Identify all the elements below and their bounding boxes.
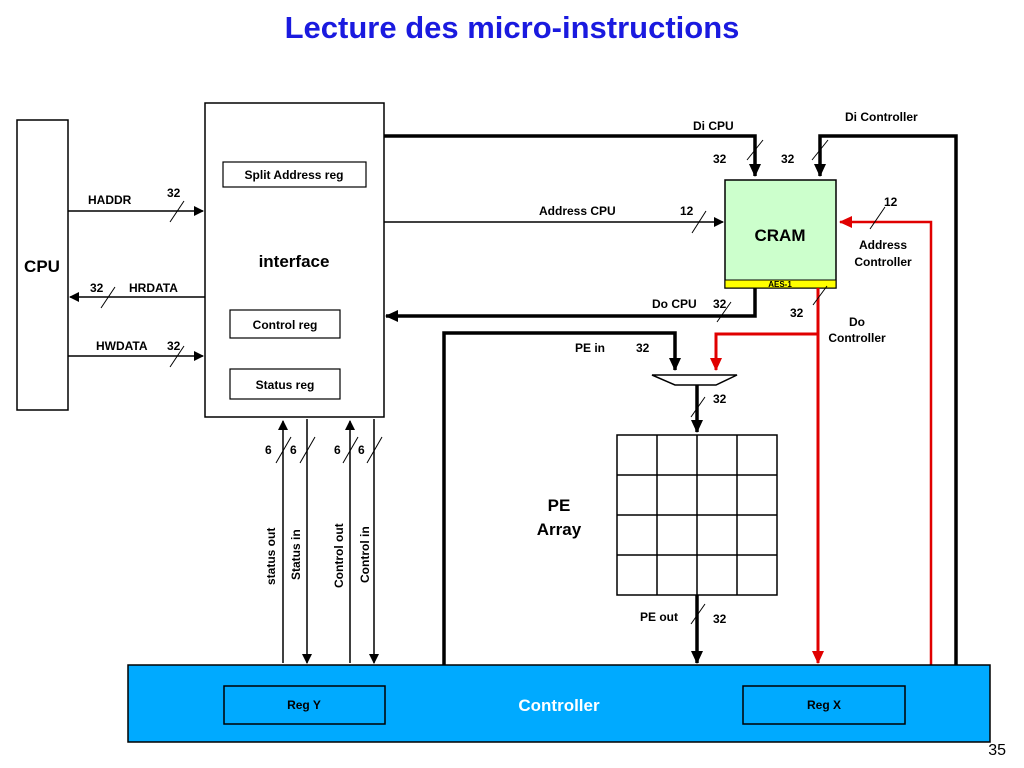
address-controller-bus [839,216,933,665]
address-controller-width: 12 [884,195,898,209]
hrdata-slash [100,286,116,309]
address-cpu-label: Address CPU [539,204,616,218]
haddr-label: HADDR [88,193,132,207]
di-cpu-width: 32 [713,152,727,166]
do-controller-branch [710,332,818,371]
control-in-slash [366,436,383,464]
do-cpu-bus [385,288,757,322]
di-controller-label: Di Controller [845,110,918,124]
aes-band [724,279,837,289]
hrdata-width: 32 [90,281,104,295]
pe-out-width: 32 [713,612,727,626]
do-controller-width: 32 [790,306,804,320]
pe-out-label: PE out [640,610,678,624]
pe-array-label-1: PE [548,496,571,515]
mux-out-width: 32 [713,392,727,406]
status-out-label: status out [264,528,278,585]
do-controller-slash [812,285,828,306]
status-in-slash [299,436,316,464]
aes-label: AES-1 [768,280,792,289]
status-reg [229,368,341,400]
status-reg-label: Status reg [256,378,315,392]
do-cpu-label: Do CPU [652,297,697,311]
mux-out-slash [690,396,706,418]
address-controller-label-1: Address [859,238,907,252]
cram-label: CRAM [755,226,806,245]
status-in-label: Status in [289,529,303,580]
do-cpu-width: 32 [713,297,727,311]
pe-out-slash [690,603,706,625]
split-address-reg-label: Split Address reg [245,168,344,182]
di-controller-bus [814,134,958,665]
control-reg [229,309,341,339]
pe-in-bus [442,331,681,665]
haddr-width: 32 [167,186,181,200]
cpu-block [16,119,69,411]
hwdata-slash [169,345,185,368]
address-controller-slash [869,206,886,230]
pe-array-label-2: Array [537,520,582,539]
control-out-width: 6 [334,443,341,457]
di-cpu-bus [384,134,761,177]
reg-y-label: Reg Y [287,698,321,712]
page-title: Lecture des micro-instructions [284,10,740,45]
di-cpu-slash [746,139,764,161]
status-out-width: 6 [265,443,272,457]
do-controller-label-1: Do [849,315,865,329]
hwdata-label: HWDATA [96,339,148,353]
control-in-label: Control in [358,526,372,583]
do-controller-label-2: Controller [828,331,886,345]
control-out-slash [342,436,359,464]
hwdata-width: 32 [167,339,181,353]
pe-array-grid [616,434,778,596]
hrdata-label: HRDATA [129,281,178,295]
status-out-slash [275,436,292,464]
control-out-label: Control out [332,523,346,588]
address-controller-label-2: Controller [854,255,912,269]
cpu-label: CPU [24,257,60,276]
do-cpu-slash [716,301,732,323]
reg-x [742,685,906,725]
address-cpu-slash [691,210,707,234]
page-number: 35 [988,742,1006,759]
split-address-reg [222,161,367,188]
status-in-width: 6 [290,443,297,457]
reg-x-label: Reg X [807,698,841,712]
address-cpu-width: 12 [680,204,694,218]
interface-label: interface [259,252,330,271]
controller-label: Controller [518,696,600,715]
control-in-width: 6 [358,443,365,457]
pe-in-label: PE in [575,341,605,355]
interface-block [204,102,385,418]
cram-block [724,179,837,289]
pe-in-width: 32 [636,341,650,355]
haddr-slash [169,200,185,223]
di-controller-slash [811,139,829,161]
reg-y [223,685,386,725]
multiplexer [651,374,738,386]
di-controller-width: 32 [781,152,795,166]
control-reg-label: Control reg [253,318,318,332]
di-cpu-label: Di CPU [693,119,734,133]
